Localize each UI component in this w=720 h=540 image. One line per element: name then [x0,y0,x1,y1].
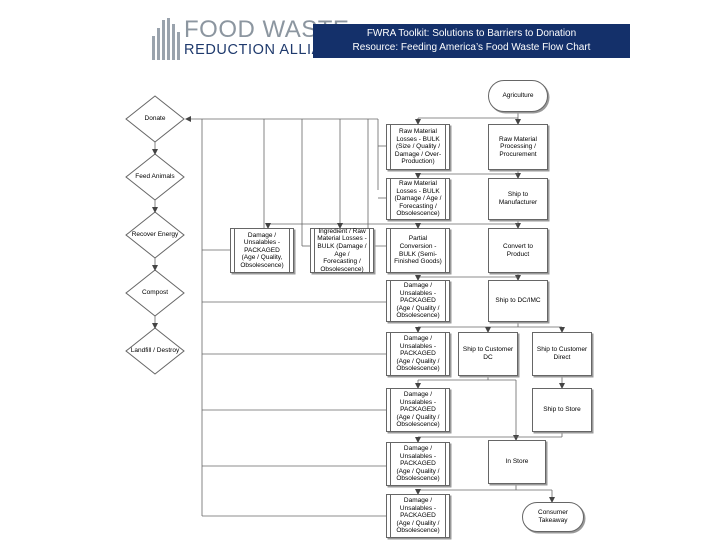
damage-packaged-5-node: Damage / Unsalables - PACKAGED (Age / Qu… [386,494,450,538]
ship-customer-dc-node: Ship to Customer DC [458,332,518,376]
consumer-takeaway-node: Consumer Takeaway [522,502,584,532]
ship-dc-node: Ship to DC/IMC [488,280,548,322]
damage-packaged-left-node: Damage / Unsalables - PACKAGED (Age / Qu… [230,228,294,273]
ship-store-node: Ship to Store [532,388,592,432]
damage-packaged-1-node: Damage / Unsalables - PACKAGED (Age / Qu… [386,280,450,322]
raw-processing-node: Raw Material Processing / Procurement [488,124,548,170]
in-store-node: In Store [488,440,546,484]
damage-packaged-4-node: Damage / Unsalables - PACKAGED (Age / Qu… [386,442,450,486]
partial-conversion-node: Partial Conversion - BULK (Semi-Finished… [386,228,450,273]
title-line-1: FWRA Toolkit: Solutions to Barriers to D… [366,28,577,39]
compost-label: Compost [141,289,168,297]
raw-bulk-2-node: Raw Material Losses - BULK (Damage / Age… [386,178,450,220]
feed-animals-label: Feed Animals [135,173,175,181]
damage-packaged-2-node: Damage / Unsalables - PACKAGED (Age / Qu… [386,332,450,376]
landfill-label: Landfill / Destroy [130,347,180,355]
recover-energy-label: Recover Energy [131,231,179,239]
donate-label: Donate [144,115,166,123]
logo-line-2: REDUCTION ALLIANCE [184,42,355,58]
title-line-2: Resource: Feeding America’s Food Waste F… [352,42,591,53]
logo-bars-icon [152,18,182,60]
ship-customer-direct-node: Ship to Customer Direct [532,332,592,376]
convert-product-node: Convert to Product [488,228,548,273]
landfill-decision-shape [125,327,185,375]
ingredient-bulk-node: Ingredient / Raw Material Losses - BULK … [310,228,374,273]
damage-packaged-3-node: Damage / Unsalables - PACKAGED (Age / Qu… [386,388,450,432]
raw-bulk-1-node: Raw Material Losses - BULK (Size / Quali… [386,124,450,170]
title-banner: FWRA Toolkit: Solutions to Barriers to D… [313,24,630,58]
ship-manufacturer-node: Ship to Manufacturer [488,178,548,220]
agriculture-node: Agriculture [488,80,548,112]
